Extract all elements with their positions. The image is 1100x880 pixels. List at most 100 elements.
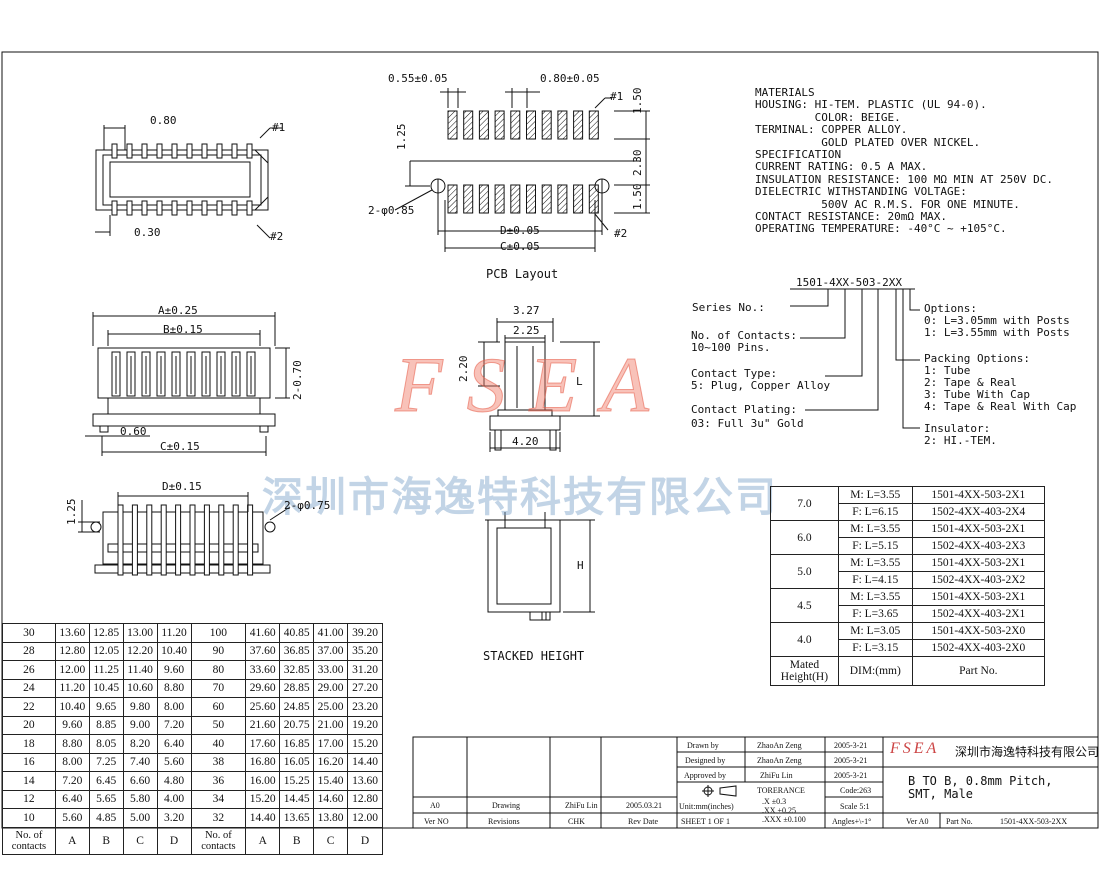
- table-cell: 37.00: [313, 641, 349, 661]
- table-cell: 20: [2, 715, 56, 735]
- table-cell: F: L=3.15: [837, 639, 913, 657]
- table-cell: 12.00: [347, 808, 383, 828]
- table-cell: 12.00: [54, 660, 90, 680]
- table-cell: 22: [2, 697, 56, 717]
- sheet: SHEET 1 OF 1: [681, 817, 730, 826]
- terminal-pin: [171, 143, 178, 159]
- packing-2: 2: Tape & Real: [924, 376, 1017, 389]
- pcb-pad: [526, 110, 536, 140]
- spec-line: MATERIALS: [755, 86, 815, 99]
- packing-3: 3: Tube With Cap: [924, 388, 1030, 401]
- watermark-company: 深圳市海逸特科技有限公司: [262, 473, 778, 521]
- table-cell: 15.25: [279, 771, 315, 791]
- terminal-pin: [141, 143, 148, 159]
- table-cell: 10.60: [122, 678, 158, 698]
- dim-pad-length-top: 1.50: [631, 87, 644, 115]
- option-1: 1: L=3.55mm with Posts: [924, 326, 1070, 339]
- pcb-pad: [541, 184, 552, 214]
- rev-date: 2005.03.21: [626, 801, 662, 810]
- pcb-pad: [463, 110, 474, 140]
- contact-type-value: 5: Plug, Copper Alloy: [691, 379, 831, 392]
- spec-line: 500V AC R.M.S. FOR ONE MINUTE.: [755, 197, 1020, 211]
- table-header-cell: DIM:(mm): [837, 656, 913, 686]
- approved-date: 2005-3-21: [834, 771, 868, 780]
- rev-a0: A0: [430, 801, 440, 810]
- part-code-leaders: [790, 288, 920, 429]
- terminal-lead: [175, 504, 182, 576]
- height-cell: 7.0: [770, 486, 839, 521]
- table-cell: 60: [190, 697, 247, 717]
- front-view-connector: [85, 312, 290, 456]
- dim-d-bottom: D±0.15: [162, 480, 202, 493]
- option-0: 0: L=3.05mm with Posts: [924, 314, 1070, 327]
- contact-type-label: Contact Type:: [691, 367, 778, 380]
- table-header-cell: C: [122, 826, 158, 855]
- pcb-pad: [588, 110, 599, 140]
- dim-side-body: 2.25: [513, 324, 540, 337]
- terminal-lead: [131, 504, 138, 576]
- table-cell: 5.60: [54, 808, 90, 828]
- table-cell: 13.00: [122, 623, 158, 643]
- table-cell: 4.00: [156, 789, 192, 809]
- table-cell: 17.00: [313, 734, 349, 754]
- table-cell: 70: [190, 678, 247, 698]
- pcb-pad: [478, 110, 489, 140]
- terminal-lead: [160, 504, 167, 576]
- table-cell: 6.45: [88, 771, 124, 791]
- series-label: Series No.:: [692, 301, 765, 314]
- table-cell: 31.20: [347, 660, 383, 680]
- terminal-lead: [117, 504, 124, 576]
- table-header-cell: No. of contacts: [2, 826, 56, 855]
- pcb-pad: [478, 184, 489, 214]
- table-cell: 14: [2, 771, 56, 791]
- dim-b: B±0.15: [163, 323, 203, 336]
- table-cell: 13.60: [347, 771, 383, 791]
- table-cell: M: L=3.05: [837, 622, 913, 640]
- table-cell: 12.80: [347, 789, 383, 809]
- part-no-label: Part No.: [946, 817, 973, 826]
- table-cell: 1502-4XX-403-2X4: [911, 503, 1046, 521]
- packing-label: Packing Options:: [924, 352, 1030, 365]
- dim-post-offset-bottom: 1.25: [65, 498, 78, 526]
- dim-a: A±0.25: [158, 304, 198, 317]
- table-cell: 8.80: [156, 678, 192, 698]
- rev-date-label: Rev Date: [628, 817, 658, 826]
- table-cell: 28.85: [279, 678, 315, 698]
- table-cell: 1502-4XX-403-2X3: [911, 537, 1046, 555]
- approved-label: Approved by: [684, 771, 726, 780]
- table-cell: 7.40: [122, 752, 158, 772]
- table-cell: 30: [2, 623, 56, 643]
- table-cell: F: L=3.65: [837, 605, 913, 623]
- table-cell: 9.60: [156, 660, 192, 680]
- table-cell: 41.60: [245, 623, 281, 643]
- height-cell: 4.5: [770, 588, 839, 623]
- terminal-lead: [247, 504, 254, 576]
- table-cell: M: L=3.55: [837, 520, 913, 538]
- table-cell: 8.85: [88, 715, 124, 735]
- top-view-connector: [95, 125, 282, 239]
- designed-name: ZhaoAn Zeng: [757, 756, 802, 765]
- chk-label: CHK: [568, 817, 585, 826]
- terminal-pin: [186, 200, 193, 216]
- table-header-row: Mated Height(H)DIM:(mm)Part No.: [770, 656, 1046, 686]
- terminal-pin: [171, 200, 178, 216]
- terminal-pin: [201, 200, 208, 216]
- table-cell: 9.80: [122, 697, 158, 717]
- table-cell: 24.85: [279, 697, 315, 717]
- table-cell: 9.60: [54, 715, 90, 735]
- side-view-connector: [478, 318, 600, 452]
- terminal-pin: [216, 200, 223, 216]
- table-cell: 12: [2, 789, 56, 809]
- table-cell: 10.40: [156, 641, 192, 661]
- terminal-lead: [203, 504, 210, 576]
- dim-h: H: [577, 559, 584, 572]
- spec-line: DIELECTRIC WITHSTANDING VOLTAGE:: [755, 185, 967, 199]
